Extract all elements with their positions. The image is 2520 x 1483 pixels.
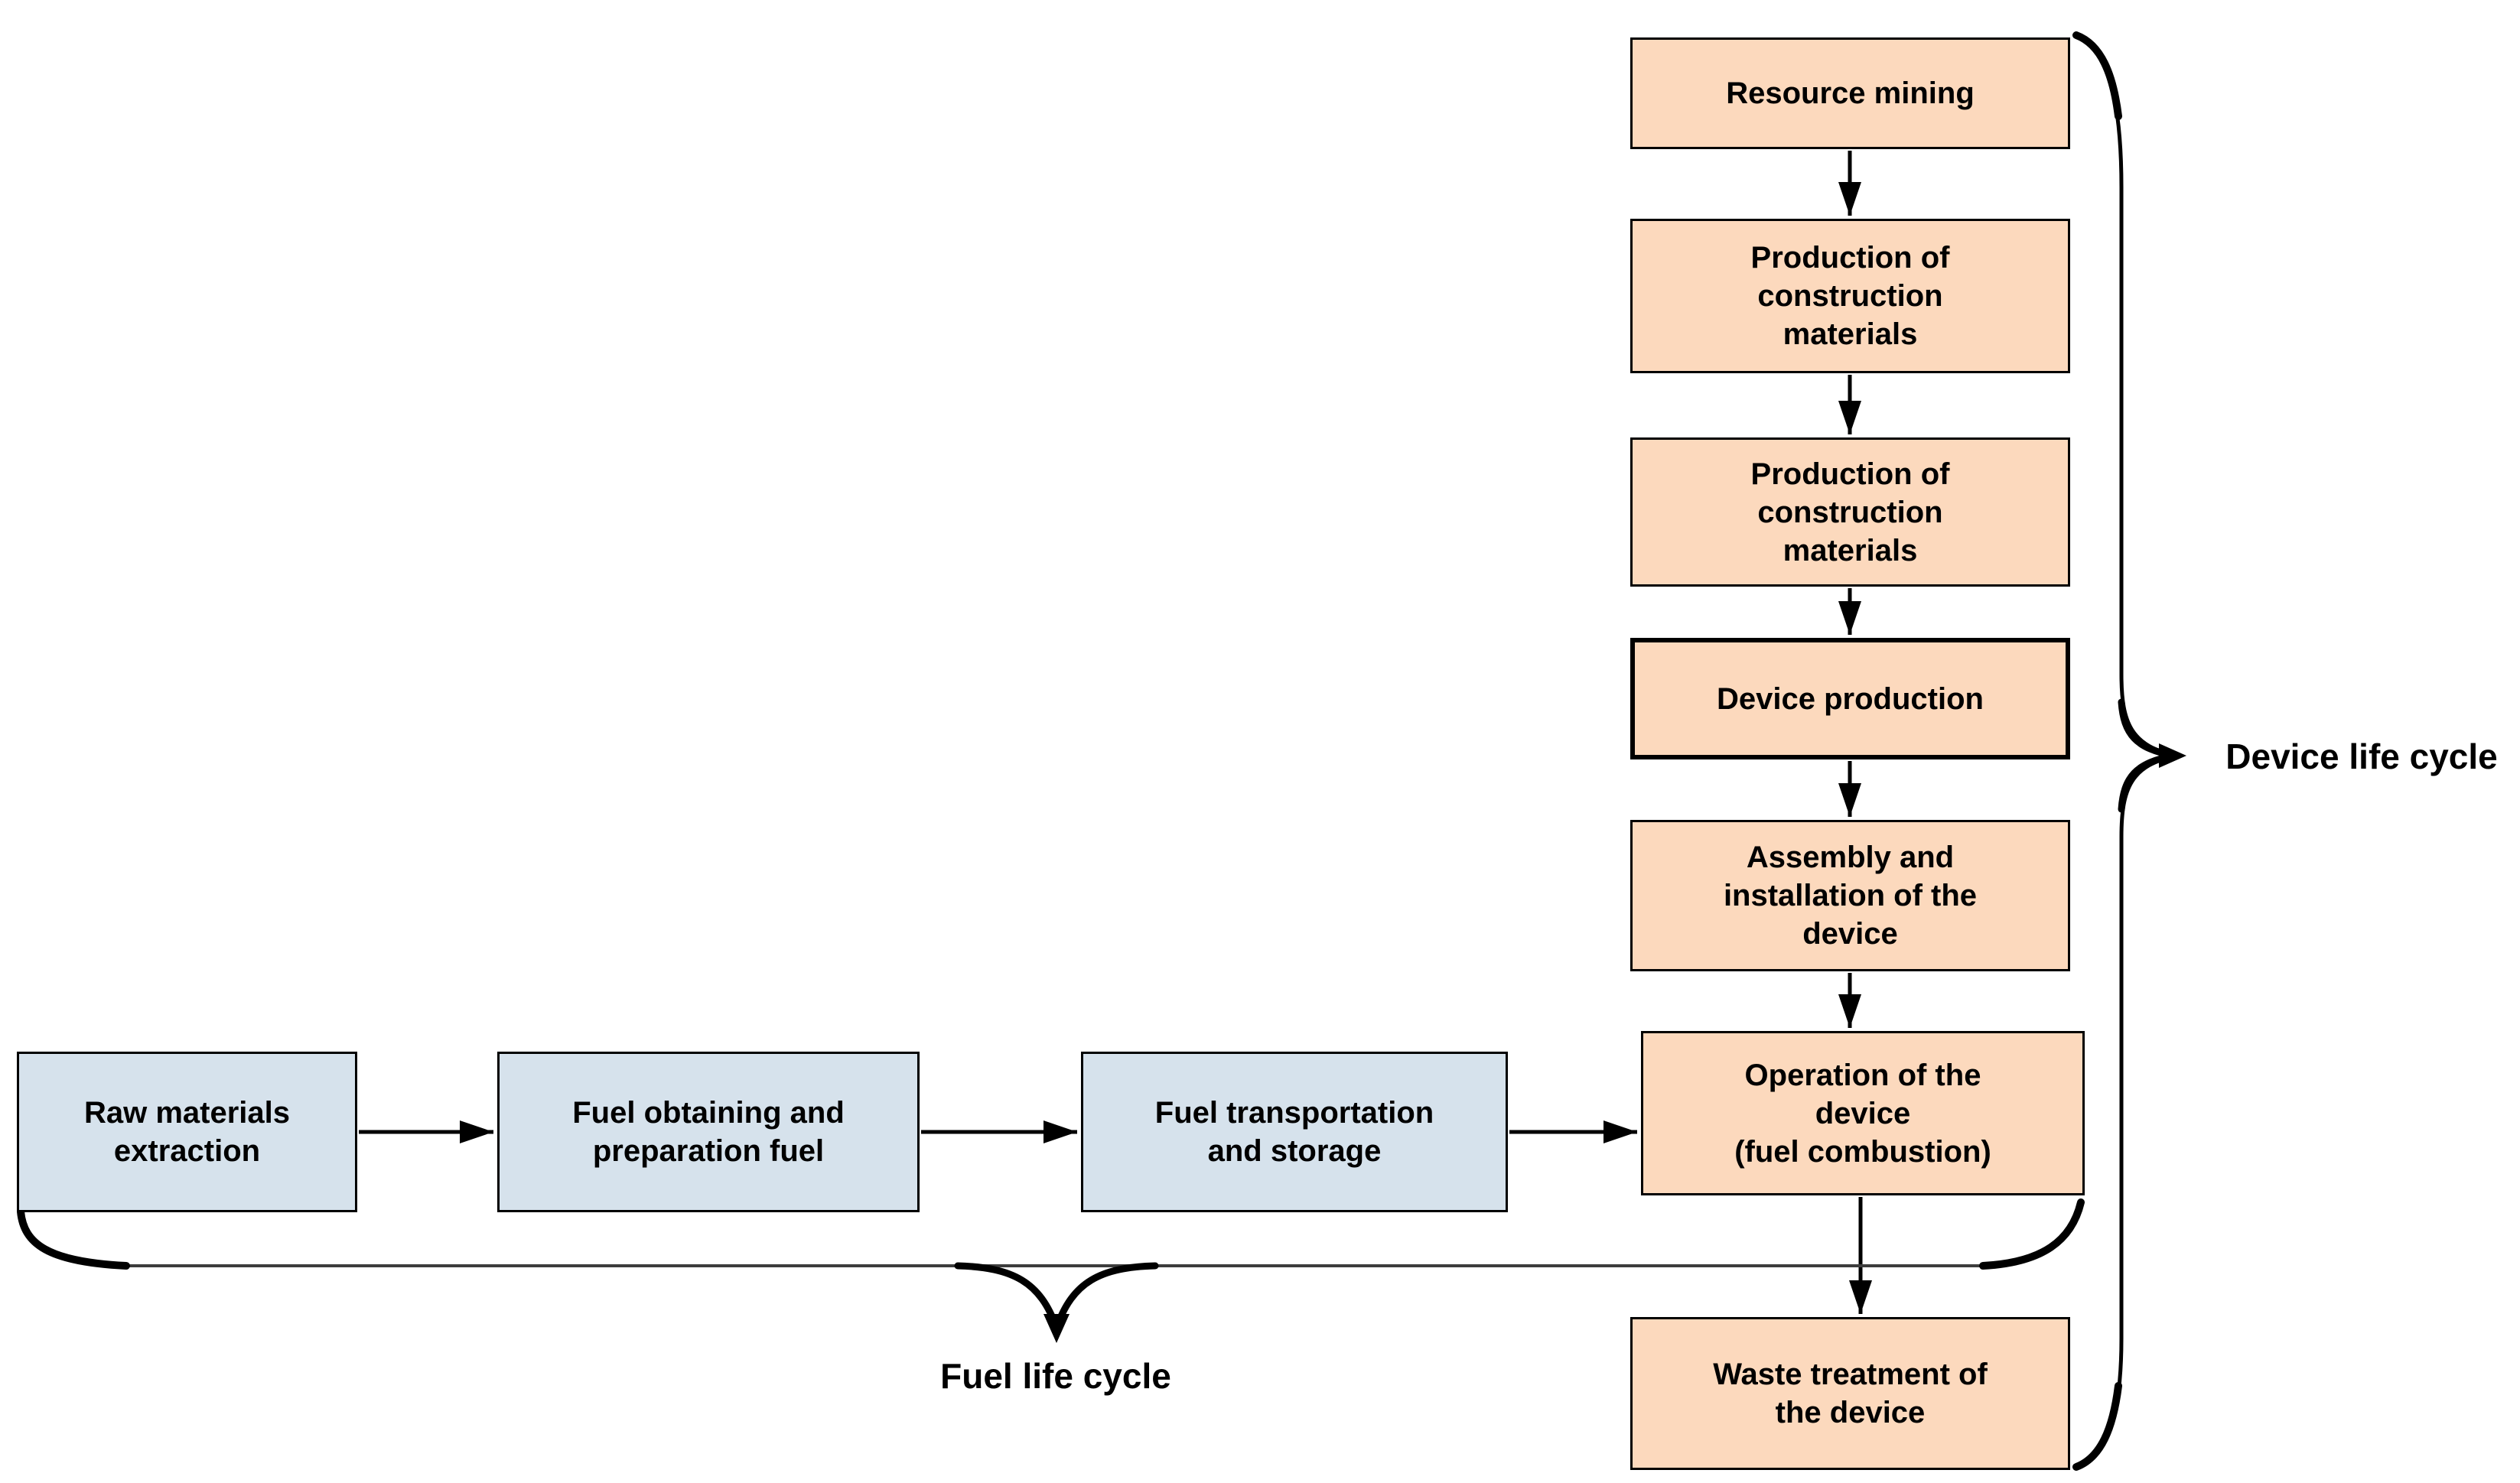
device-brace-bottom-hook	[2072, 1382, 2122, 1471]
box-production-materials-1-label: Production of construction materials	[1750, 241, 1950, 351]
box-raw-materials-extraction: Raw materials extraction	[17, 1052, 357, 1212]
box-fuel-transportation: Fuel transportation and storage	[1081, 1052, 1508, 1212]
device-brace-tip-point	[2159, 743, 2186, 768]
box-production-materials-1: Production of construction materials	[1630, 219, 2070, 373]
box-device-production: Device production	[1630, 638, 2070, 759]
box-operation-device: Operation of the device (fuel combustion…	[1641, 1031, 2085, 1195]
fuel-brace-tip	[954, 1262, 1159, 1338]
box-resource-mining-label: Resource mining	[1726, 76, 1975, 110]
box-fuel-transportation-label: Fuel transportation and storage	[1154, 1096, 1434, 1168]
fuel-brace-tip-point	[1043, 1314, 1070, 1343]
fuel-life-cycle-label: Fuel life cycle	[940, 1356, 1171, 1396]
box-production-materials-2-label: Production of construction materials	[1750, 457, 1950, 568]
box-fuel-obtaining: Fuel obtaining and preparation fuel	[497, 1052, 920, 1212]
box-assembly-installation-label: Assembly and installation of the device	[1723, 841, 1978, 951]
box-fuel-obtaining-label: Fuel obtaining and preparation fuel	[572, 1096, 845, 1168]
box-waste-treatment: Waste treatment of the device	[1630, 1317, 2070, 1470]
box-resource-mining: Resource mining	[1630, 37, 2070, 149]
device-brace-top-hook	[2072, 31, 2122, 120]
box-operation-device-label: Operation of the device (fuel combustion…	[1734, 1058, 1991, 1169]
box-production-materials-2: Production of construction materials	[1630, 437, 2070, 587]
box-waste-treatment-label: Waste treatment of the device	[1713, 1358, 1988, 1429]
box-assembly-installation: Assembly and installation of the device	[1630, 820, 2070, 971]
device-life-cycle-label: Device life cycle	[2225, 737, 2498, 776]
box-raw-materials-extraction-label: Raw materials extraction	[83, 1096, 291, 1168]
fuel-brace-right-hook	[1979, 1198, 2085, 1270]
device-brace-tip	[2118, 698, 2175, 813]
fuel-brace-left-hook	[17, 1208, 130, 1270]
device-life-cycle-brace	[2074, 32, 2178, 1471]
box-device-production-label: Device production	[1717, 681, 1984, 716]
